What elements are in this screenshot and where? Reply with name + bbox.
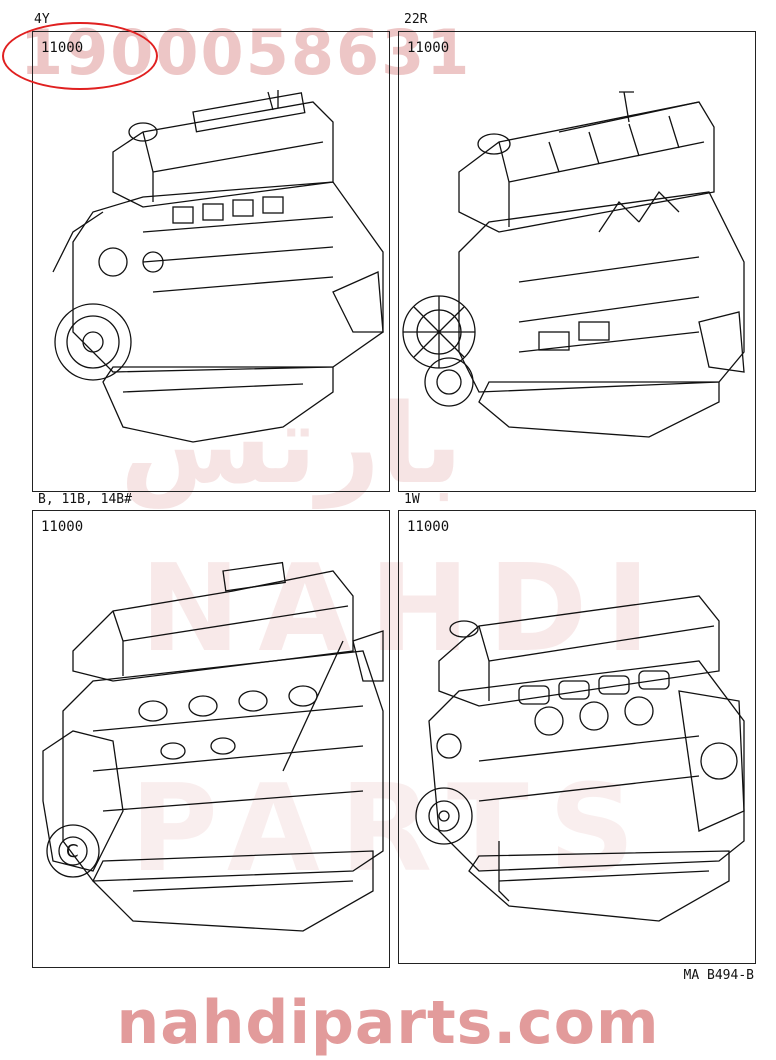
panel-title-4y: 4Y (34, 12, 50, 27)
engine-panel-1w[interactable]: 11000 (398, 510, 756, 964)
diagram-reference-code: MA B494-B (683, 968, 754, 983)
engine-b-series-illustration: C (42, 561, 384, 932)
engine-panel-b-11b-14b[interactable]: 11000 C (32, 510, 390, 968)
highlight-circle (2, 22, 158, 90)
panel-title-1w: 1W (404, 492, 420, 507)
engine-panel-22r[interactable]: 11000 (398, 31, 756, 492)
watermark-website: nahdiparts.com (116, 988, 660, 1058)
engine-panel-4y[interactable]: 11000 (32, 31, 390, 492)
svg-text:C: C (66, 841, 79, 862)
part-code: 11000 (407, 40, 450, 56)
panel-title-22r: 22R (404, 12, 428, 27)
part-code: 11000 (41, 519, 84, 535)
engine-1w-illustration (415, 595, 745, 922)
engine-22r-illustration (402, 91, 745, 438)
panel-title-b-11b-14b: B, 11B, 14B# (38, 492, 132, 507)
part-code: 11000 (407, 519, 450, 535)
engine-4y-illustration (52, 90, 384, 443)
